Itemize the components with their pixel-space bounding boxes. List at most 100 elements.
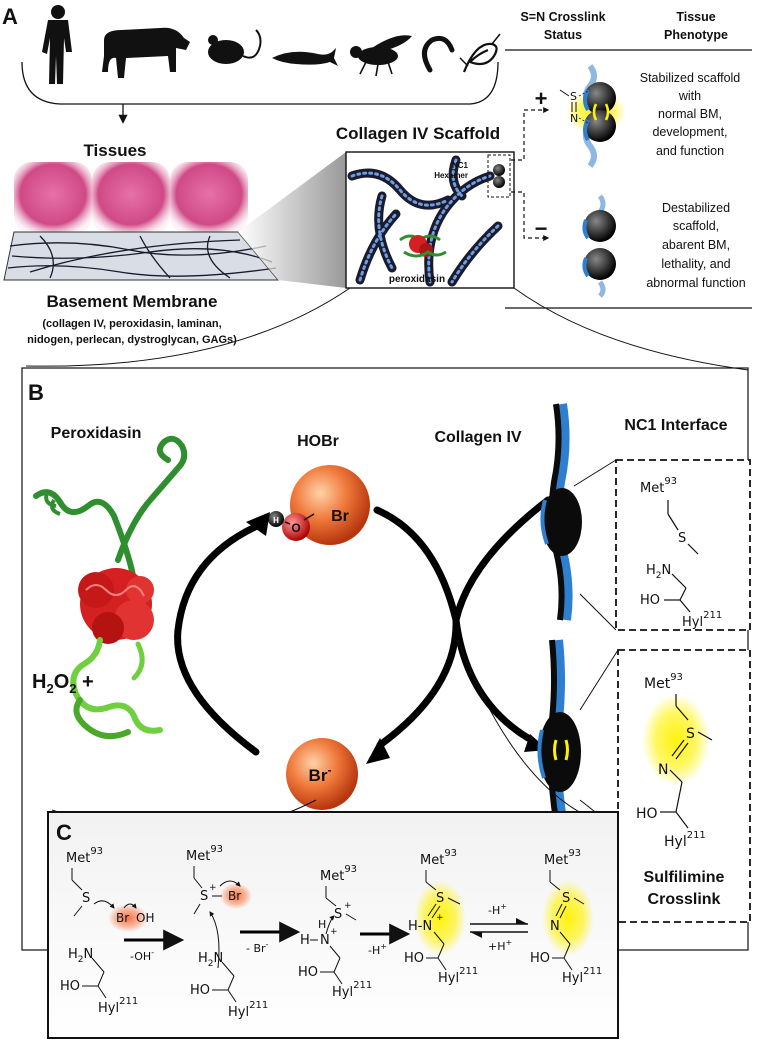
zoom-line-left (25, 287, 351, 367)
step5-hyl: Hyl (562, 971, 583, 986)
crosslink-ho-label: HO (636, 806, 658, 822)
step5-ho: HO (530, 951, 550, 966)
interface-h2n-label: H2N (646, 563, 671, 581)
interface-s-atom: S (678, 531, 686, 546)
crosslink-s-atom: S (686, 726, 695, 742)
bromide-label: Br- (309, 763, 332, 785)
bromide-symbol: Br (309, 766, 328, 785)
crosslink-met: Met (644, 676, 671, 692)
negative-branch-arrow (511, 191, 550, 241)
collagen-network (347, 155, 503, 287)
organism-bracket (21, 61, 499, 105)
crosslink-hyl-num: 211 (687, 830, 706, 841)
step4-protonated-sulfilimine: Met93 S H-N + HO Hyl211 (404, 848, 478, 986)
step2-br: Br (228, 889, 241, 903)
step5-hyl-num: 211 (583, 966, 602, 977)
nc1-hexamer-upper (540, 403, 582, 621)
protonation-h: +H (488, 940, 506, 953)
step1-hyl-label: Hyl211 (98, 996, 138, 1016)
panel-a: A (2, 4, 752, 371)
nc1-interface-structure: Met93 S H2N HO Hyl211 (640, 476, 722, 630)
panel-c: C Met93 S Br OH H2N HO Hyl211 -OH- (47, 639, 619, 1039)
panel-a-label: A (2, 4, 18, 29)
step1-hyl-num: 211 (119, 996, 138, 1007)
nc1-interface-title: NC1 Interface (624, 417, 727, 434)
step4-s-atom: S (436, 891, 444, 906)
hobr-br-atom: Br (331, 508, 349, 525)
deprotonation-label: -H+ (488, 902, 507, 917)
step2-hyl: Hyl (228, 1005, 249, 1020)
hobr-h-atom: H (273, 516, 279, 525)
h2o2-label: H2O2 + (32, 671, 94, 696)
interface-h2n-h: H (646, 563, 656, 578)
step1-oh: OH (136, 911, 154, 925)
catalytic-cycle (174, 506, 460, 756)
crosslink-n-atom: N (658, 762, 668, 778)
step2-h2n-h: H (198, 951, 208, 966)
step1-h2n-h: H (68, 947, 78, 962)
hobr-o-atom: O (291, 521, 300, 535)
step1-loss-oh-charge: - (151, 948, 154, 957)
step3-hyl-num: 211 (353, 980, 372, 991)
nematode-silhouette (459, 33, 501, 73)
step2-met-label: Met93 (186, 844, 223, 864)
basement-membrane-title: Basement Membrane (46, 292, 217, 311)
step1-h2n-sub: 2 (78, 955, 84, 965)
cycle-arrowhead-bromide (366, 738, 390, 764)
step1-methionine: Met93 S (66, 846, 103, 917)
step3-h-left: H (300, 933, 310, 948)
step3-s-atom: S (334, 907, 342, 922)
negative-phenotype-text: Destabilized scaffold, abarent BM, letha… (646, 201, 745, 290)
panel-b-label: B (28, 380, 44, 405)
interface-met-num: 93 (664, 476, 677, 487)
step3-ho: HO (298, 965, 318, 980)
step4-n-charge: + (436, 913, 444, 923)
sulfilimine-structure: Met93 S N HO Hyl211 (636, 672, 713, 850)
basement-membrane-components-line2: nidogen, perlecan, dystroglycan, GAGs) (27, 334, 237, 346)
positive-phenotype-text: Stabilized scaffold with normal BM, deve… (640, 71, 741, 158)
step5-hyl-label: Hyl211 (562, 966, 602, 986)
negative-phenotype-line1: Destabilized (662, 201, 730, 215)
positive-phenotype-line4: development, (652, 125, 727, 139)
step1-hydroxylysine: H2N HO Hyl211 (60, 947, 138, 1016)
peroxidasin-structure (33, 435, 188, 740)
interface-h2n-sub: 2 (656, 571, 662, 581)
positive-sign: + (535, 86, 548, 111)
step1-loss-oh: -OH (130, 950, 151, 963)
human-silhouette (42, 5, 72, 84)
stabilized-n-atom: N (570, 112, 578, 125)
bromide-ion: Br- (286, 738, 358, 810)
crosslink-met-num: 93 (670, 672, 683, 683)
step1-br: Br (116, 911, 129, 925)
step3-intermediate: Met93 S + H N + H HO Hyl211 (298, 864, 372, 1000)
nc1-hexamer-small (493, 164, 505, 188)
step4-hyl-label: Hyl211 (438, 966, 478, 986)
step2-met: Met (186, 849, 210, 864)
scaffold-label: Collagen IV Scaffold (336, 124, 500, 143)
negative-phenotype-line5: abnormal function (646, 276, 745, 290)
step2-s-charge: + (209, 883, 217, 893)
panel-c-label: C (56, 820, 72, 845)
step3-hyl: Hyl (332, 985, 353, 1000)
step2-met-num: 93 (210, 844, 223, 855)
step3-loss-label: -H+ (368, 942, 387, 957)
crosslink-hyl-label: Hyl211 (664, 830, 706, 850)
step4-ho: HO (404, 951, 424, 966)
h2o2-sub1: 2 (46, 681, 53, 696)
negative-phenotype-line4: lethality, and (661, 257, 730, 271)
step3-loss-h: -H (368, 944, 380, 957)
header-tissue-phenotype-line2: Phenotype (664, 28, 728, 42)
nc1-hexamer-highlight (487, 154, 511, 198)
step1-loss-label: -OH- (130, 948, 154, 963)
positive-phenotype-line5: and function (656, 144, 724, 158)
step2-loss-br-charge: - (266, 940, 269, 949)
step1-ho: HO (60, 979, 80, 994)
deprotonation-charge: + (500, 902, 507, 911)
step1-met-num: 93 (90, 846, 103, 857)
interface-zoom-lines (573, 459, 617, 631)
step2-loss-br: - Br (246, 942, 266, 955)
step1-hyl: Hyl (98, 1001, 119, 1016)
stabilized-hexamer (566, 64, 626, 168)
step1-h2n-label: H2N (68, 947, 93, 965)
